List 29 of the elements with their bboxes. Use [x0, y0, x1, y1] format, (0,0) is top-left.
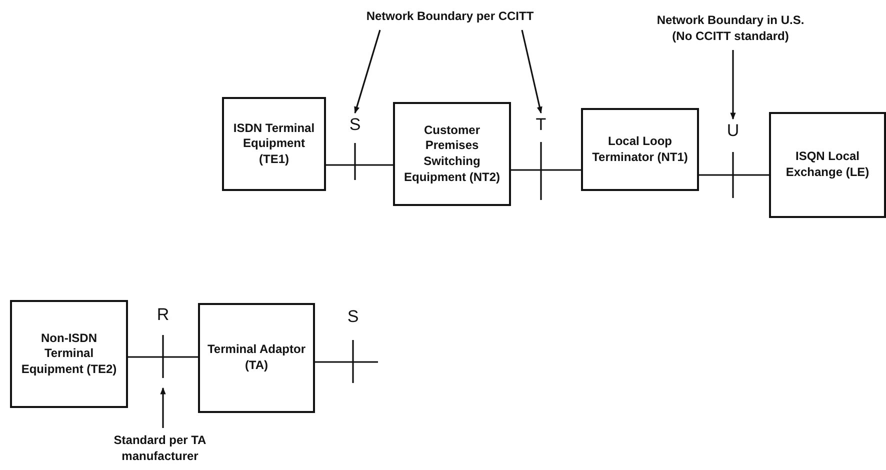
annotation-text: Network Boundary per CCITT — [366, 9, 534, 25]
leader-arrow — [730, 50, 736, 120]
equipment-box — [393, 102, 511, 206]
equipment-box — [198, 303, 315, 413]
equipment-box — [581, 108, 699, 191]
leader-arrow — [521, 30, 542, 114]
equipment-box — [222, 97, 326, 191]
reference-point-label: T — [536, 116, 546, 132]
reference-point-label: R — [156, 306, 170, 322]
reference-point-label: S — [349, 116, 361, 132]
box-label: ISDN Terminal Equipment (TE1) — [232, 120, 316, 168]
box-label: Local Loop Terminator (NT1) — [591, 134, 689, 166]
leader-arrow — [354, 30, 381, 114]
connection-line — [699, 174, 769, 176]
reference-point-label: U — [726, 122, 740, 138]
annotation-text: Standard per TA manufacturer — [112, 433, 208, 465]
connection-line — [511, 169, 581, 171]
box-label: Terminal Adaptor (TA) — [206, 342, 306, 374]
box-label: Customer Premises Switching Equipment (NT2) — [403, 122, 501, 186]
box-label: Non-ISDN Terminal Equipment (TE2) — [20, 330, 118, 378]
connection-line — [315, 361, 378, 363]
equipment-box — [769, 112, 886, 218]
reference-point-label: S — [347, 308, 359, 324]
connection-line — [326, 164, 393, 166]
annotation-text: Network Boundary in U.S. (No CCITT standard) — [656, 13, 806, 45]
equipment-box — [10, 300, 128, 408]
box-label: ISQN Local Exchange (LE) — [784, 149, 870, 181]
connection-line — [128, 356, 198, 358]
leader-arrow — [160, 387, 166, 428]
